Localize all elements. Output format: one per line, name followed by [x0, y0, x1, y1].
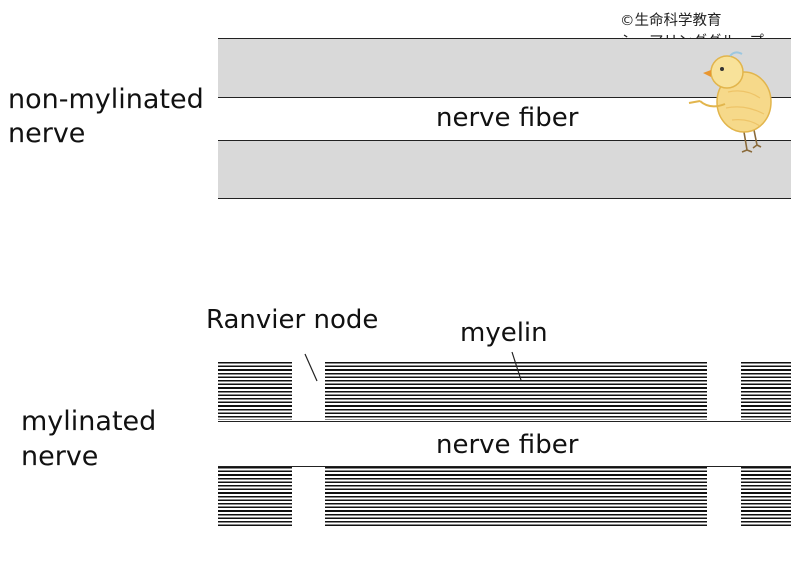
bottom-nerve-fiber-label: nerve fiber: [436, 430, 579, 460]
lower-membrane-band: [218, 140, 791, 199]
top-nerve-fiber-label: nerve fiber: [436, 103, 579, 133]
myelin-segment-lower-3: [741, 467, 791, 527]
myelin-label: myelin: [460, 318, 548, 348]
ranvier-node-label: Ranvier node: [206, 305, 379, 335]
fiber-upper-boundary: [218, 421, 791, 422]
myelin-segment-lower-1: [218, 467, 292, 527]
myelin-segment-lower-2: [325, 467, 707, 527]
lower-band-bottom-edge: [218, 198, 791, 199]
ranvier-node-leader-line: [304, 353, 318, 382]
upper-band-top-edge: [218, 38, 791, 39]
myelinated-label-line-1: mylinated: [21, 406, 157, 437]
copyright-line-1: ©生命科学教育: [620, 13, 722, 29]
myelin-leader-line: [511, 351, 522, 381]
lower-band-top-edge: [218, 140, 791, 141]
fiber-lower-boundary: [218, 466, 791, 467]
upper-membrane-band: [218, 38, 791, 97]
myelinated-label-line-2: nerve: [21, 441, 99, 472]
upper-band-bottom-edge: [218, 97, 791, 98]
non-myelinated-label-line-2: nerve: [8, 118, 86, 149]
myelin-segment-upper-1: [218, 362, 292, 420]
myelin-segment-upper-3: [741, 362, 791, 420]
myelin-segment-upper-2: [325, 362, 707, 420]
chick-mascot-icon: [688, 51, 772, 153]
non-myelinated-label-line-1: non-mylinated: [8, 84, 204, 115]
